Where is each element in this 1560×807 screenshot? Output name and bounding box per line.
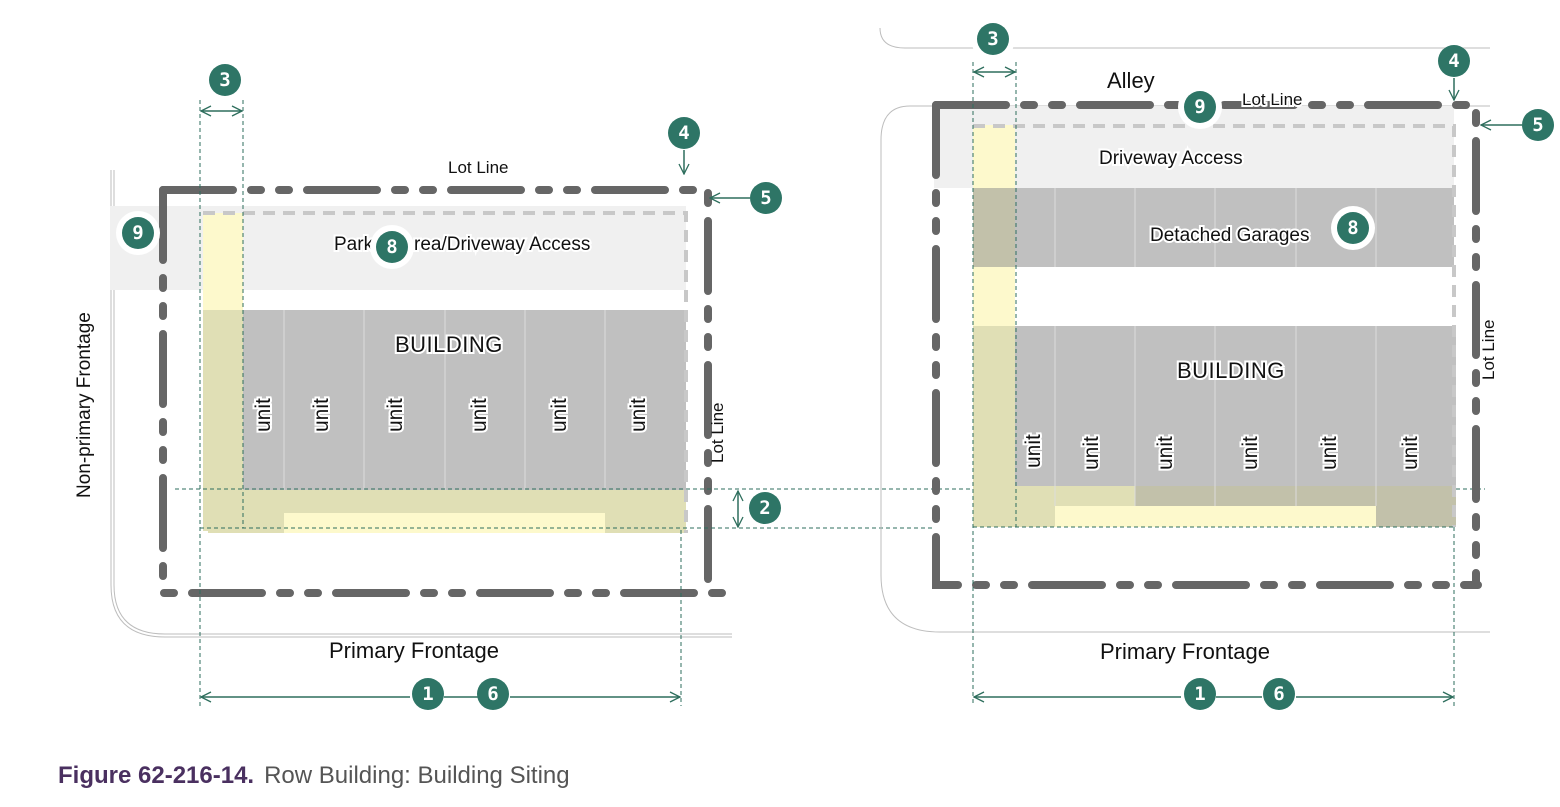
badge-8: 8 [1331, 206, 1375, 250]
figure-title: Row Building: Building Siting [264, 762, 570, 789]
unit-label: unit [310, 398, 333, 432]
unit-label: unit [1399, 436, 1422, 470]
left-lot-line [159, 186, 734, 597]
badge-8: 8 [370, 225, 414, 269]
left-parking-label-a: Park [334, 234, 374, 255]
left-street-curb [110, 170, 732, 638]
right-building-step-a [1135, 486, 1376, 506]
unit-label: unit [384, 398, 407, 432]
unit-label: unit [548, 398, 571, 432]
svg-text:4: 4 [678, 122, 689, 144]
left-lot-line-top-label: Lot Line [448, 158, 509, 177]
badge-6: 6 [1263, 678, 1295, 710]
figure-number: Figure 62-216-14. [58, 762, 255, 789]
unit-label: unit [627, 398, 650, 432]
right-garage-dividers [1054, 188, 1377, 267]
left-diagram: Non-primary Frontage Lot Line Lot Line P… [74, 64, 1485, 710]
unit-label: unit [1239, 436, 1262, 470]
left-unit-dividers [283, 310, 606, 512]
right-lot-line [932, 101, 1482, 589]
unit-label: unit [468, 398, 491, 432]
right-driveway-label: Driveway Access [1099, 148, 1243, 169]
left-unit-labels: unit unit unit unit unit unit [250, 396, 652, 434]
right-setback-line [973, 124, 1456, 527]
left-street-curb-inner [113, 170, 732, 635]
unit-label: unit [1154, 436, 1177, 470]
badge-9: 9 [116, 211, 160, 255]
right-overlap-side [973, 326, 1015, 527]
badge-5: 5 [1522, 109, 1554, 141]
right-unit-labels: unit unit unit unit unit unit [1020, 432, 1424, 472]
right-primary-frontage-label: Primary Frontage [1100, 639, 1270, 664]
badge-3: 3 [209, 64, 241, 96]
svg-text:6: 6 [487, 683, 498, 705]
right-lot-line-right-label: Lot Line [1479, 320, 1498, 381]
svg-text:3: 3 [219, 69, 230, 91]
badge-3: 3 [971, 17, 1015, 61]
unit-label: unit [1318, 436, 1341, 470]
svg-text:9: 9 [1194, 96, 1205, 118]
right-diagram: Alley Lot Line Lot Line Driveway Access … [879, 17, 1554, 710]
right-building-label: BUILDING [1177, 358, 1285, 383]
svg-text:5: 5 [760, 187, 771, 209]
badge-4: 4 [1438, 45, 1470, 77]
badge-9: 9 [1178, 85, 1222, 129]
figure-caption: Figure 62-216-14. Row Building: Building … [58, 762, 570, 790]
right-overlap-corner [1015, 506, 1055, 527]
unit-label: unit [252, 398, 275, 432]
left-lot-line-top [159, 186, 712, 594]
left-primary-frontage-label: Primary Frontage [329, 638, 499, 663]
svg-text:6: 6 [1273, 683, 1284, 705]
left-building-label: BUILDING [395, 332, 503, 357]
right-unit-dividers [1054, 326, 1377, 506]
right-building-step-b [1376, 486, 1456, 527]
left-non-primary-frontage-label: Non-primary Frontage [74, 312, 95, 498]
right-street-curb [880, 105, 1490, 633]
right-garage-overlap [973, 188, 1015, 267]
svg-text:8: 8 [1347, 217, 1358, 239]
svg-text:1: 1 [1194, 683, 1205, 705]
unit-label: unit [1022, 434, 1045, 468]
svg-text:3: 3 [987, 28, 998, 50]
right-lot-line-top-label: Lot Line [1242, 90, 1303, 109]
badge-1: 1 [1184, 678, 1216, 710]
badge-5: 5 [750, 182, 782, 214]
left-overlap-corner-b [605, 513, 686, 533]
right-alley-curb [879, 27, 1490, 49]
badge-6: 6 [477, 678, 509, 710]
badge-1: 1 [412, 678, 444, 710]
svg-text:2: 2 [759, 497, 770, 519]
left-overlap-corner-a [208, 513, 284, 533]
unit-label: unit [1080, 436, 1103, 470]
right-overlap-front [1015, 486, 1135, 506]
svg-text:9: 9 [132, 222, 143, 244]
left-setback-line [203, 211, 688, 533]
badge-4: 4 [668, 117, 700, 149]
badge-2: 2 [749, 492, 781, 524]
right-lot-line-top [932, 101, 1480, 589]
left-parking-label-b: rea/Driveway Access [414, 234, 590, 255]
svg-text:8: 8 [386, 236, 397, 258]
right-garages-label: Detached Garages [1150, 225, 1310, 246]
svg-text:4: 4 [1448, 50, 1459, 72]
right-alley-label: Alley [1107, 68, 1155, 93]
left-overlap-front [203, 490, 686, 513]
svg-text:1: 1 [422, 683, 433, 705]
left-lot-line-right-label: Lot Line [708, 403, 727, 464]
svg-text:5: 5 [1532, 114, 1543, 136]
